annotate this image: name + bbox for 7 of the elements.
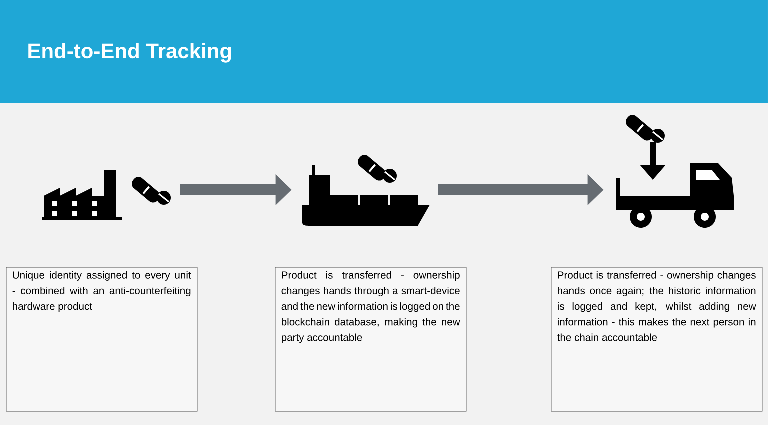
text-box: Product is transferred - ownership changes hands through a smart-device and the new information is logged on the blockchain database, making the new party accountable: [275, 266, 467, 412]
text-box: Unique identity assigned to every unit - combined with an anti-counterfeiting hardware product: [6, 266, 198, 412]
ship-drawing: [302, 155, 430, 226]
factory-drawing: [42, 170, 171, 220]
truck-drawing: [616, 115, 734, 228]
title: End-to-End Tracking: [28, 43, 232, 63]
text-box: Product is transferred - ownership changes hands once again; the historic information is logged and kept, whilst adding new information - this makes the next person in the chain accountable: [551, 266, 763, 412]
